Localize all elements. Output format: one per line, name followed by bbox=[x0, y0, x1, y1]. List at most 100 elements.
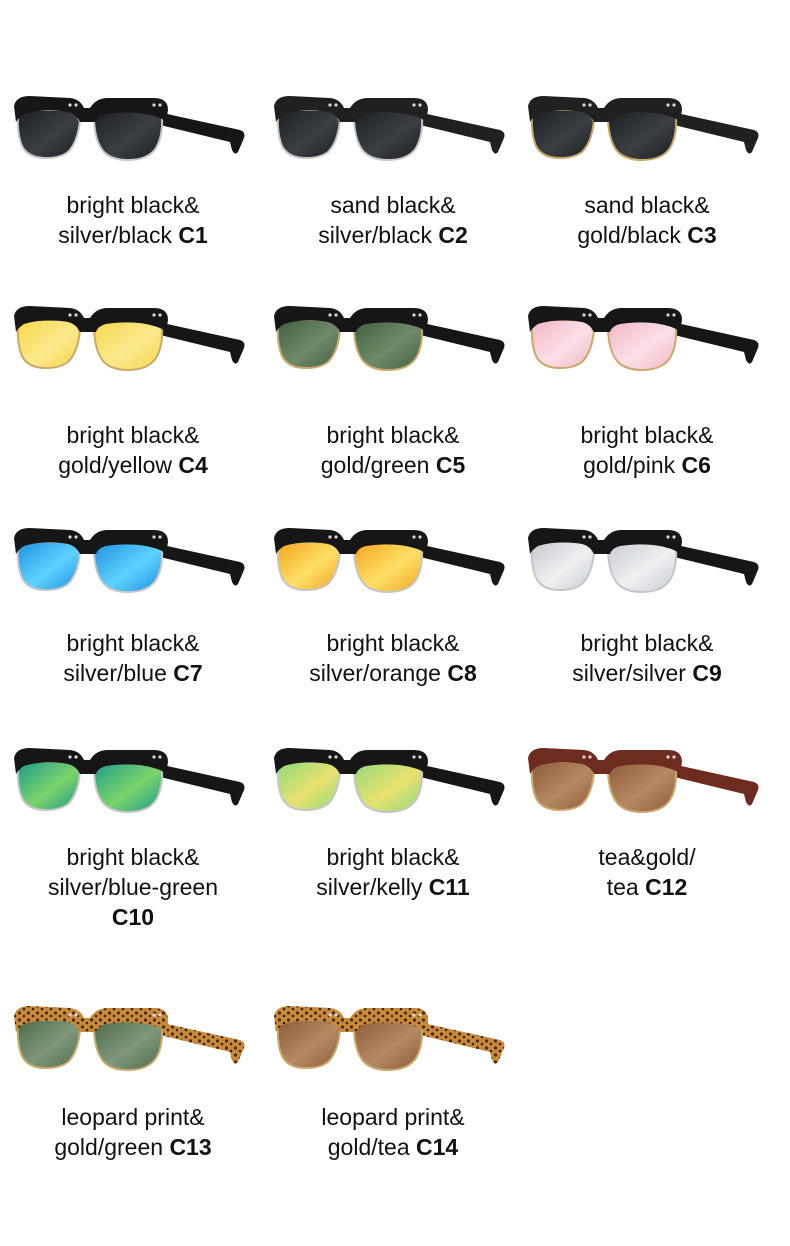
rivet bbox=[672, 103, 676, 107]
caption-colorway: silver/black bbox=[58, 222, 172, 248]
temple-arm bbox=[156, 1022, 245, 1064]
caption-line2: silver/black C1 bbox=[8, 220, 258, 250]
variant-code: C11 bbox=[428, 874, 470, 900]
rivet bbox=[152, 313, 156, 317]
rivet bbox=[74, 103, 78, 107]
right-lens bbox=[92, 761, 164, 814]
left-lens bbox=[16, 1019, 82, 1070]
rivet bbox=[588, 535, 592, 539]
left-lens bbox=[276, 109, 342, 160]
left-lens bbox=[276, 541, 342, 592]
left-lens bbox=[530, 319, 596, 370]
rivet bbox=[158, 1013, 162, 1017]
browline-frame bbox=[274, 96, 428, 122]
right-lens bbox=[606, 541, 678, 594]
right-lens bbox=[606, 761, 678, 814]
variant-caption: bright black&silver/black C1 bbox=[8, 190, 258, 250]
right-lens bbox=[352, 109, 424, 162]
caption-colorway: tea bbox=[606, 874, 639, 900]
rivet bbox=[68, 103, 72, 107]
rivet bbox=[666, 535, 670, 539]
variant-code: C5 bbox=[435, 452, 466, 478]
rivet bbox=[412, 313, 416, 317]
caption-line1: tea&gold/ bbox=[598, 844, 696, 870]
caption-colorway: gold/tea bbox=[327, 1134, 410, 1160]
variant-caption: bright black&silver/blue C7 bbox=[8, 628, 258, 688]
browline-frame bbox=[528, 306, 682, 332]
caption-colorway: gold/green bbox=[54, 1134, 164, 1160]
variant-caption: bright black&silver/orange C8 bbox=[268, 628, 518, 688]
browline-frame bbox=[528, 96, 682, 122]
caption-colorway: silver/black bbox=[318, 222, 432, 248]
caption-line1: leopard print& bbox=[321, 1104, 465, 1130]
rivet bbox=[334, 1013, 338, 1017]
temple-arm bbox=[670, 544, 759, 586]
temple-arm bbox=[156, 112, 245, 154]
sunglasses-image bbox=[528, 96, 759, 162]
rivet bbox=[582, 103, 586, 107]
browline-frame bbox=[14, 528, 168, 554]
left-lens bbox=[276, 761, 342, 812]
variant-code: C7 bbox=[173, 660, 203, 686]
caption-line1: sand black& bbox=[584, 192, 710, 218]
rivet bbox=[158, 755, 162, 759]
rivet bbox=[588, 103, 592, 107]
variant-code: C2 bbox=[438, 222, 468, 248]
rivet bbox=[68, 313, 72, 317]
right-lens bbox=[92, 109, 164, 162]
variant-caption: sand black&silver/black C2 bbox=[268, 190, 518, 250]
rivet bbox=[74, 1013, 78, 1017]
rivet bbox=[334, 313, 338, 317]
caption-colorway: gold/yellow bbox=[58, 452, 172, 478]
left-lens bbox=[530, 109, 596, 160]
sunglasses-image bbox=[14, 748, 245, 814]
caption-line1: leopard print& bbox=[61, 1104, 205, 1130]
caption-line2: gold/green C5 bbox=[268, 450, 518, 480]
temple-arm bbox=[670, 764, 759, 806]
sunglasses-image bbox=[528, 528, 759, 594]
right-lens bbox=[352, 319, 424, 372]
rivet bbox=[418, 1013, 422, 1017]
caption-line2: silver/orange C8 bbox=[268, 658, 518, 688]
rivet bbox=[666, 103, 670, 107]
rivet bbox=[152, 535, 156, 539]
variant-code: C14 bbox=[416, 1134, 459, 1160]
browline-frame bbox=[274, 306, 428, 332]
caption-line2: silver/blue-green bbox=[8, 872, 258, 902]
rivet bbox=[412, 535, 416, 539]
right-lens bbox=[352, 761, 424, 814]
caption-colorway: gold/black bbox=[577, 222, 681, 248]
caption-line1: sand black& bbox=[330, 192, 456, 218]
left-lens bbox=[16, 319, 82, 370]
sunglasses-image bbox=[14, 96, 245, 162]
left-lens bbox=[530, 761, 596, 812]
rivet bbox=[328, 535, 332, 539]
rivet bbox=[418, 535, 422, 539]
right-lens bbox=[352, 541, 424, 594]
sunglasses-image bbox=[274, 528, 505, 594]
left-lens bbox=[276, 319, 342, 370]
variant-caption: bright black&gold/green C5 bbox=[268, 420, 518, 480]
variant-code: C1 bbox=[178, 222, 208, 248]
browline-frame bbox=[274, 748, 428, 774]
left-lens bbox=[16, 761, 82, 812]
sunglasses-image bbox=[528, 306, 759, 372]
caption-line1: bright black& bbox=[66, 192, 200, 218]
rivet bbox=[588, 313, 592, 317]
rivet bbox=[588, 755, 592, 759]
rivet bbox=[672, 755, 676, 759]
temple-arm bbox=[156, 764, 245, 806]
rivet bbox=[74, 313, 78, 317]
variant-code: C4 bbox=[178, 452, 208, 478]
caption-line2: silver/black C2 bbox=[268, 220, 518, 250]
sunglasses-image bbox=[14, 528, 245, 594]
caption-line2: tea C12 bbox=[522, 872, 772, 902]
variant-code: C13 bbox=[169, 1134, 212, 1160]
browline-frame bbox=[274, 1006, 428, 1032]
caption-colorway: gold/green bbox=[320, 452, 430, 478]
rivet bbox=[334, 755, 338, 759]
browline-frame bbox=[14, 1006, 168, 1032]
right-lens bbox=[606, 109, 678, 162]
rivet bbox=[68, 535, 72, 539]
